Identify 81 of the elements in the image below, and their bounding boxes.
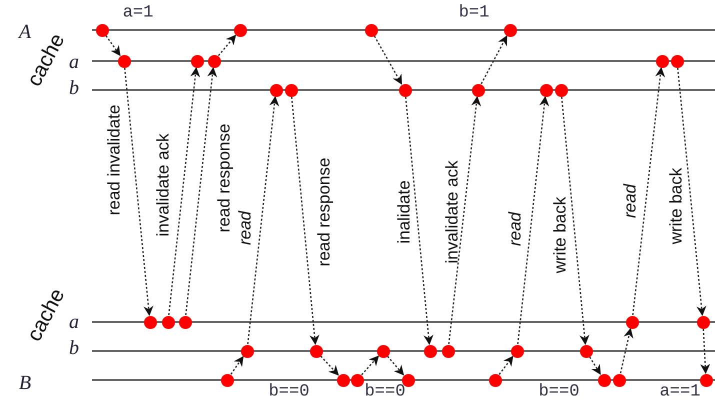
timeline-label: b — [69, 338, 79, 358]
timeline-label: B — [18, 373, 32, 393]
event-dot — [96, 24, 108, 36]
event-dot — [472, 84, 484, 96]
edge-label: inalidate — [396, 180, 412, 244]
edge-label: invalidate ack — [154, 134, 172, 236]
dotted-arrow — [218, 34, 236, 56]
event-dot — [626, 316, 638, 328]
event-dot — [270, 84, 282, 96]
dotted-arrow — [480, 35, 508, 84]
event-dot — [510, 344, 524, 358]
timeline-label: a — [69, 312, 79, 332]
dotted-arrow — [448, 96, 482, 344]
edge-label: read response — [216, 124, 232, 232]
event-dot — [540, 84, 552, 96]
event-dot — [178, 316, 192, 328]
event-dot — [310, 344, 322, 358]
edge-label: read — [622, 184, 638, 218]
group-label: cache — [24, 285, 68, 345]
event-dot — [488, 374, 502, 386]
event-dot — [364, 24, 378, 36]
event-dot — [598, 374, 610, 386]
dotted-arrow — [387, 356, 404, 376]
event-dot — [656, 54, 668, 68]
edge-label: read — [236, 210, 254, 246]
event-dot — [220, 374, 234, 386]
event-dot — [554, 84, 568, 96]
event-dot — [424, 344, 436, 358]
dotted-arrow — [700, 328, 710, 374]
event-dot — [580, 344, 592, 358]
dotted-arrow — [361, 355, 379, 376]
dotted-arrow — [561, 96, 590, 346]
dotted-arrow — [168, 66, 200, 316]
edge-label: write back — [552, 196, 568, 274]
edge-label: read invalidate — [106, 104, 122, 216]
dotted-arrow — [620, 328, 634, 374]
event-dot — [190, 54, 204, 68]
dotted-arrow — [247, 96, 280, 344]
event-dot — [118, 54, 130, 68]
value-label: b==0 — [268, 384, 310, 400]
timeline-label: b — [69, 78, 79, 98]
event-dot — [336, 374, 350, 386]
timeline-label: A — [18, 22, 32, 42]
event-dot — [700, 374, 712, 386]
edge-label: invalidate ack — [444, 160, 460, 264]
dotted-arrow — [185, 66, 218, 316]
dotted-arrow — [291, 96, 320, 346]
dotted-arrow — [517, 96, 550, 344]
dotted-arrow — [677, 68, 706, 316]
event-dot — [284, 84, 298, 96]
value-label: b==0 — [364, 384, 406, 400]
event-dot — [240, 344, 254, 358]
value-label: a=1 — [122, 4, 154, 22]
event-dot — [144, 316, 156, 328]
timeline-label: a — [69, 52, 79, 72]
event-dot — [612, 374, 626, 386]
dotted-arrow — [374, 36, 402, 85]
dotted-arrow — [405, 96, 434, 346]
event-dot — [208, 54, 220, 68]
event-dot — [504, 24, 516, 36]
dotted-arrow — [106, 35, 121, 56]
event-dot — [398, 84, 412, 96]
event-dot — [696, 316, 710, 328]
dotted-arrow — [589, 356, 601, 375]
edge-label: read response — [316, 158, 332, 266]
event-dot — [234, 24, 246, 36]
event-dot — [350, 374, 364, 386]
value-label: a==1 — [660, 384, 700, 400]
event-dot — [442, 344, 454, 358]
dotted-arrow — [320, 356, 339, 376]
dotted-arrow — [124, 68, 154, 316]
dotted-arrow — [498, 356, 514, 375]
event-dot — [162, 316, 174, 328]
value-label: b==0 — [538, 384, 580, 400]
dotted-arrow — [230, 356, 244, 375]
value-label: b=1 — [458, 4, 490, 22]
edge-label: write back — [668, 168, 684, 244]
edge-label: read — [506, 212, 524, 246]
dotted-arrow — [632, 66, 666, 316]
event-dot — [670, 54, 684, 68]
event-dot — [376, 344, 390, 358]
